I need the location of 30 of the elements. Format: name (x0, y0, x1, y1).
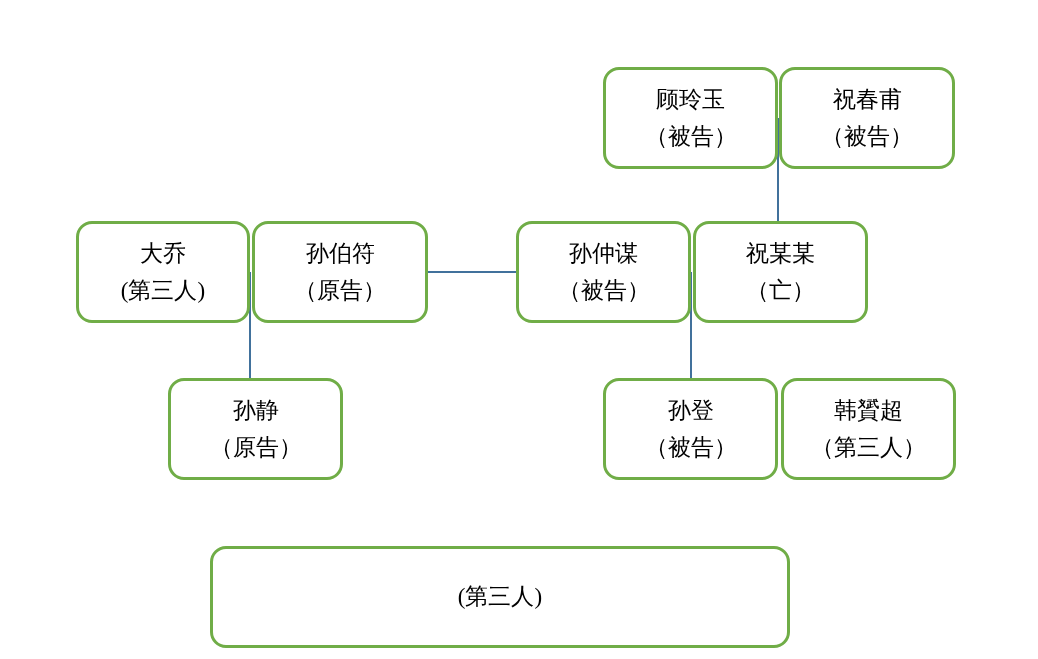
role-label: （原告） (294, 278, 386, 304)
role-label: （被告） (557, 278, 650, 304)
role-label: （被告） (644, 124, 737, 150)
person-box (76, 221, 250, 323)
role-label: （亡） (746, 278, 815, 304)
person-name: 祝某某 (746, 240, 815, 266)
role-label: （被告） (644, 435, 737, 461)
role-label: (第三人) (120, 278, 206, 304)
person-name: 韩贇超 (834, 397, 903, 423)
person-box (603, 67, 778, 169)
person-name: 孙登 (667, 397, 714, 423)
person-name: 顾玲玉 (656, 86, 725, 112)
person-name: 孙静 (232, 397, 279, 423)
connector-line (427, 271, 517, 273)
person-box (210, 546, 790, 648)
person-name: 孙伯符 (305, 240, 375, 266)
person-box (693, 221, 868, 323)
person-box (168, 378, 343, 480)
person-name: 祝春甫 (832, 86, 902, 112)
role-label: （被告） (821, 124, 913, 150)
role-label: (第三人) (457, 584, 543, 610)
role-label: （第三人） (811, 435, 926, 461)
person-name: 大乔 (140, 240, 186, 266)
person-box (603, 378, 778, 480)
person-box (781, 378, 956, 480)
person-box (779, 67, 955, 169)
person-box (252, 221, 428, 323)
person-box (516, 221, 691, 323)
role-label: （原告） (209, 435, 302, 461)
person-name: 孙仲谋 (569, 240, 638, 266)
